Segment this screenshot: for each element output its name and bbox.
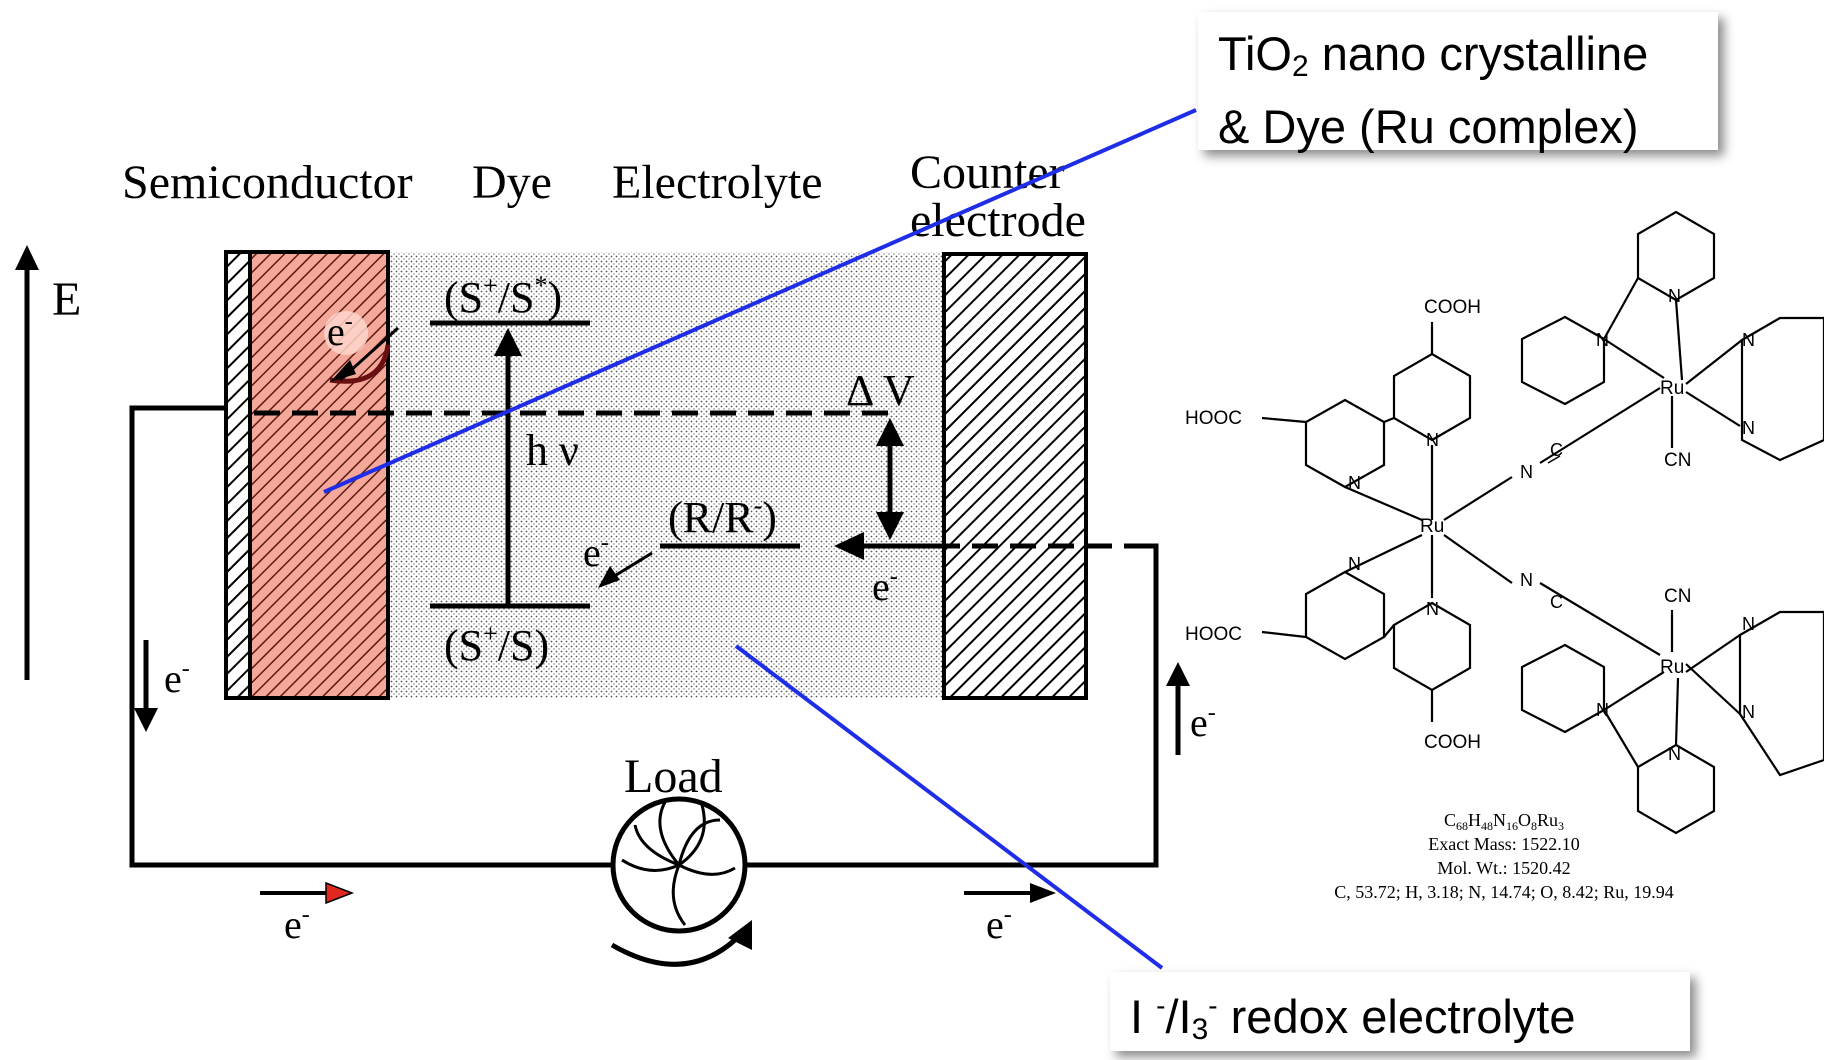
external-circuit bbox=[129, 405, 1159, 868]
svg-text:N: N bbox=[1426, 599, 1439, 619]
svg-text:N: N bbox=[1520, 570, 1533, 590]
svg-text:N: N bbox=[1742, 330, 1755, 350]
svg-text:Ru: Ru bbox=[1660, 657, 1684, 678]
energy-axis: E bbox=[15, 245, 81, 680]
circuit-electron-flow-right: e- bbox=[1166, 662, 1216, 755]
electrolyte-region bbox=[388, 252, 944, 698]
counter-electrode bbox=[942, 252, 1088, 700]
svg-text:N: N bbox=[1668, 286, 1681, 306]
svg-text:N: N bbox=[1520, 462, 1533, 482]
injected-electron-label: e- bbox=[327, 309, 353, 354]
electrolyte-label: Electrolyte bbox=[612, 156, 823, 209]
svg-text:N: N bbox=[1668, 744, 1681, 764]
left-electron-label: e- bbox=[164, 656, 190, 701]
bottom-right-electron-label: e- bbox=[986, 902, 1012, 947]
injected-electron-glow bbox=[324, 311, 368, 355]
dye-callout-line-1: TiO2 nano crystalline bbox=[1218, 27, 1649, 83]
svg-text:C: C bbox=[1550, 592, 1563, 612]
bottom-left-electron-label: e- bbox=[284, 902, 310, 947]
circuit-electron-flow-left: e- bbox=[134, 640, 190, 732]
svg-text:N: N bbox=[1348, 554, 1361, 574]
exact-mass: Exact Mass: 1522.10 bbox=[1428, 834, 1579, 854]
svg-text:HOOC: HOOC bbox=[1185, 624, 1242, 645]
right-electron-label: e- bbox=[1190, 700, 1216, 745]
circuit-electron-flow-bottom-right: e- bbox=[964, 883, 1056, 947]
electrolyte-callout-line bbox=[734, 644, 1164, 970]
molecular-formula: C68H48N16O8Ru3 bbox=[1444, 810, 1564, 833]
molecular-weight: Mol. Wt.: 1520.42 bbox=[1437, 858, 1570, 878]
svg-text:C: C bbox=[1550, 440, 1563, 460]
redox-label: (R/R-) bbox=[668, 491, 777, 542]
svg-text:N: N bbox=[1348, 473, 1361, 493]
regeneration-electron-label: e- bbox=[583, 530, 609, 575]
electrolyte-callout-box: I -/I3- redox electrolyte bbox=[1110, 972, 1690, 1051]
dye-callout-box: TiO2 nano crystalline & Dye (Ru complex) bbox=[1198, 12, 1718, 153]
svg-text:COOH: COOH bbox=[1424, 732, 1481, 753]
counter-electron-label: e- bbox=[872, 564, 898, 609]
dye-callout-line-2: & Dye (Ru complex) bbox=[1218, 100, 1639, 153]
elemental-composition: C, 53.72; H, 3.18; N, 14.74; O, 8.42; Ru… bbox=[1334, 882, 1674, 902]
svg-text:CN: CN bbox=[1664, 586, 1691, 607]
svg-text:Ru: Ru bbox=[1660, 378, 1684, 399]
svg-text:N: N bbox=[1742, 614, 1755, 634]
svg-text:Ru: Ru bbox=[1420, 516, 1444, 537]
electron-injection-path bbox=[329, 344, 391, 384]
ru-complex-structure bbox=[1261, 210, 1824, 835]
svg-text:N: N bbox=[1596, 330, 1609, 350]
circuit-electron-flow-bottom-left: e- bbox=[260, 881, 355, 947]
counter-electrode-label-2: electrode bbox=[910, 194, 1086, 247]
ru-complex-labels: COOH HOOC HOOC COOH Ru Ru Ru CN CN N N N… bbox=[1185, 286, 1755, 764]
delta-v-label: Δ V bbox=[846, 366, 915, 415]
svg-text:N: N bbox=[1742, 702, 1755, 722]
svg-text:CN: CN bbox=[1664, 450, 1691, 471]
svg-text:N: N bbox=[1596, 700, 1609, 720]
svg-text:COOH: COOH bbox=[1424, 297, 1481, 318]
load: Load bbox=[610, 750, 752, 967]
load-label: Load bbox=[624, 750, 723, 803]
dye-callout-line bbox=[323, 108, 1197, 494]
counter-electrode-label-1: Counter bbox=[910, 146, 1065, 199]
semiconductor-label: Semiconductor bbox=[122, 156, 413, 209]
excited-state-label: (S+/S*) bbox=[444, 271, 562, 322]
svg-text:N: N bbox=[1426, 430, 1439, 450]
svg-text:N: N bbox=[1742, 418, 1755, 438]
substrate-electrode bbox=[224, 250, 252, 700]
svg-text:HOOC: HOOC bbox=[1185, 408, 1242, 429]
photon-label: h ν bbox=[526, 426, 579, 475]
ground-state-label: (S+/S) bbox=[444, 619, 549, 670]
energy-axis-label: E bbox=[52, 273, 81, 326]
dye-label: Dye bbox=[472, 156, 552, 209]
